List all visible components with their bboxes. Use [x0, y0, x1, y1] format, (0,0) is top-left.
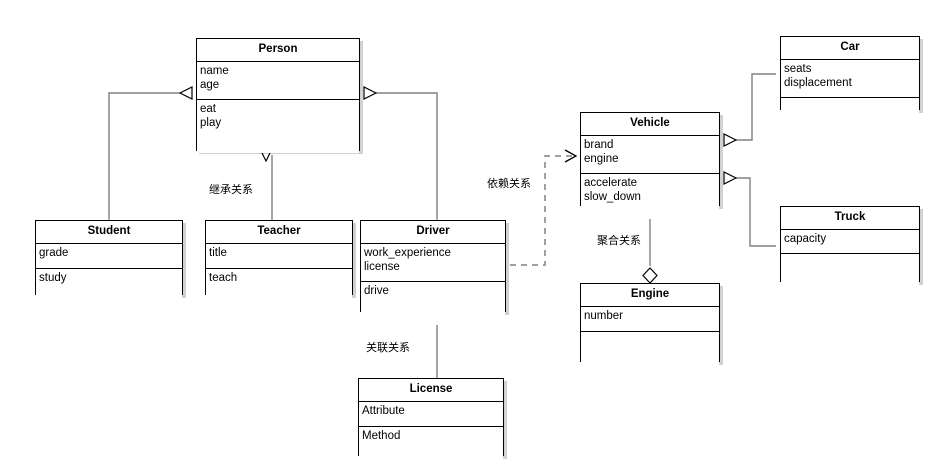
- class-title: Student: [36, 221, 182, 244]
- edge-car-vehicle[interactable]: [724, 73, 776, 140]
- attribute-row: brand: [584, 138, 614, 151]
- class-title: Truck: [781, 207, 919, 230]
- class-methods: [781, 97, 919, 125]
- class-attributes: Attribute: [359, 401, 503, 427]
- attribute-row: license: [364, 260, 400, 273]
- method-row: study: [39, 271, 67, 284]
- attribute-row: age: [200, 78, 220, 91]
- class-title: Vehicle: [581, 113, 719, 136]
- attribute-row: seats: [784, 62, 812, 75]
- class-title: Teacher: [206, 221, 352, 244]
- class-attributes: capacity: [781, 229, 919, 254]
- class-methods: accelerate slow_down: [581, 173, 719, 219]
- class-methods: drive: [361, 281, 505, 325]
- class-attributes: brand engine: [581, 135, 719, 174]
- attribute-row: Attribute: [362, 404, 405, 417]
- class-box-driver[interactable]: Driver work_experience license drive: [360, 220, 506, 325]
- class-box-car[interactable]: Car seats displacement: [780, 36, 920, 125]
- class-title: Driver: [361, 221, 505, 244]
- method-row: eat: [200, 102, 216, 115]
- class-attributes: grade: [36, 243, 182, 269]
- method-row: play: [200, 116, 222, 129]
- attribute-row: title: [209, 246, 227, 259]
- edge-label-aggregation: 聚合关系: [597, 234, 641, 247]
- class-methods: study: [36, 268, 182, 308]
- class-attributes: work_experience license: [361, 243, 505, 282]
- method-row: slow_down: [584, 190, 641, 203]
- edge-driver-vehicle[interactable]: [510, 149, 578, 266]
- attribute-row: displacement: [784, 76, 852, 89]
- class-methods: Method: [359, 426, 503, 469]
- class-attributes: number: [581, 306, 719, 332]
- attribute-row: engine: [584, 152, 619, 165]
- class-box-teacher[interactable]: Teacher title teach: [205, 220, 353, 308]
- class-title: Person: [197, 39, 359, 62]
- class-attributes: name age: [197, 61, 359, 100]
- method-row: drive: [364, 284, 389, 297]
- method-row: Method: [362, 429, 401, 442]
- class-title: Car: [781, 37, 919, 60]
- class-title: License: [359, 379, 503, 402]
- edge-driver-person[interactable]: [364, 93, 438, 220]
- class-box-license[interactable]: License Attribute Method: [358, 378, 504, 469]
- edge-label-association: 关联关系: [366, 341, 410, 354]
- attribute-row: grade: [39, 246, 69, 259]
- class-methods: eat play: [197, 99, 359, 153]
- class-box-truck[interactable]: Truck capacity: [780, 206, 920, 296]
- attribute-row: capacity: [784, 232, 827, 245]
- class-attributes: title: [206, 243, 352, 269]
- class-box-engine[interactable]: Engine number: [580, 283, 720, 376]
- class-methods: teach: [206, 268, 352, 308]
- class-methods: [581, 331, 719, 376]
- edge-student-person[interactable]: [108, 93, 192, 220]
- edge-label-dependency: 依赖关系: [487, 177, 531, 190]
- edge-label-inheritance: 继承关系: [209, 183, 253, 196]
- class-methods: [781, 253, 919, 296]
- class-box-vehicle[interactable]: Vehicle brand engine accelerate slow_dow…: [580, 112, 720, 219]
- edge-truck-vehicle[interactable]: [724, 178, 776, 247]
- method-row: teach: [209, 271, 238, 284]
- attribute-row: number: [584, 309, 623, 322]
- class-box-student[interactable]: Student grade study: [35, 220, 183, 308]
- attribute-row: name: [200, 64, 229, 77]
- method-row: accelerate: [584, 176, 638, 189]
- class-title: Engine: [581, 284, 719, 307]
- class-attributes: seats displacement: [781, 59, 919, 98]
- attribute-row: work_experience: [364, 246, 451, 259]
- class-box-person[interactable]: Person name age eat play: [196, 38, 360, 153]
